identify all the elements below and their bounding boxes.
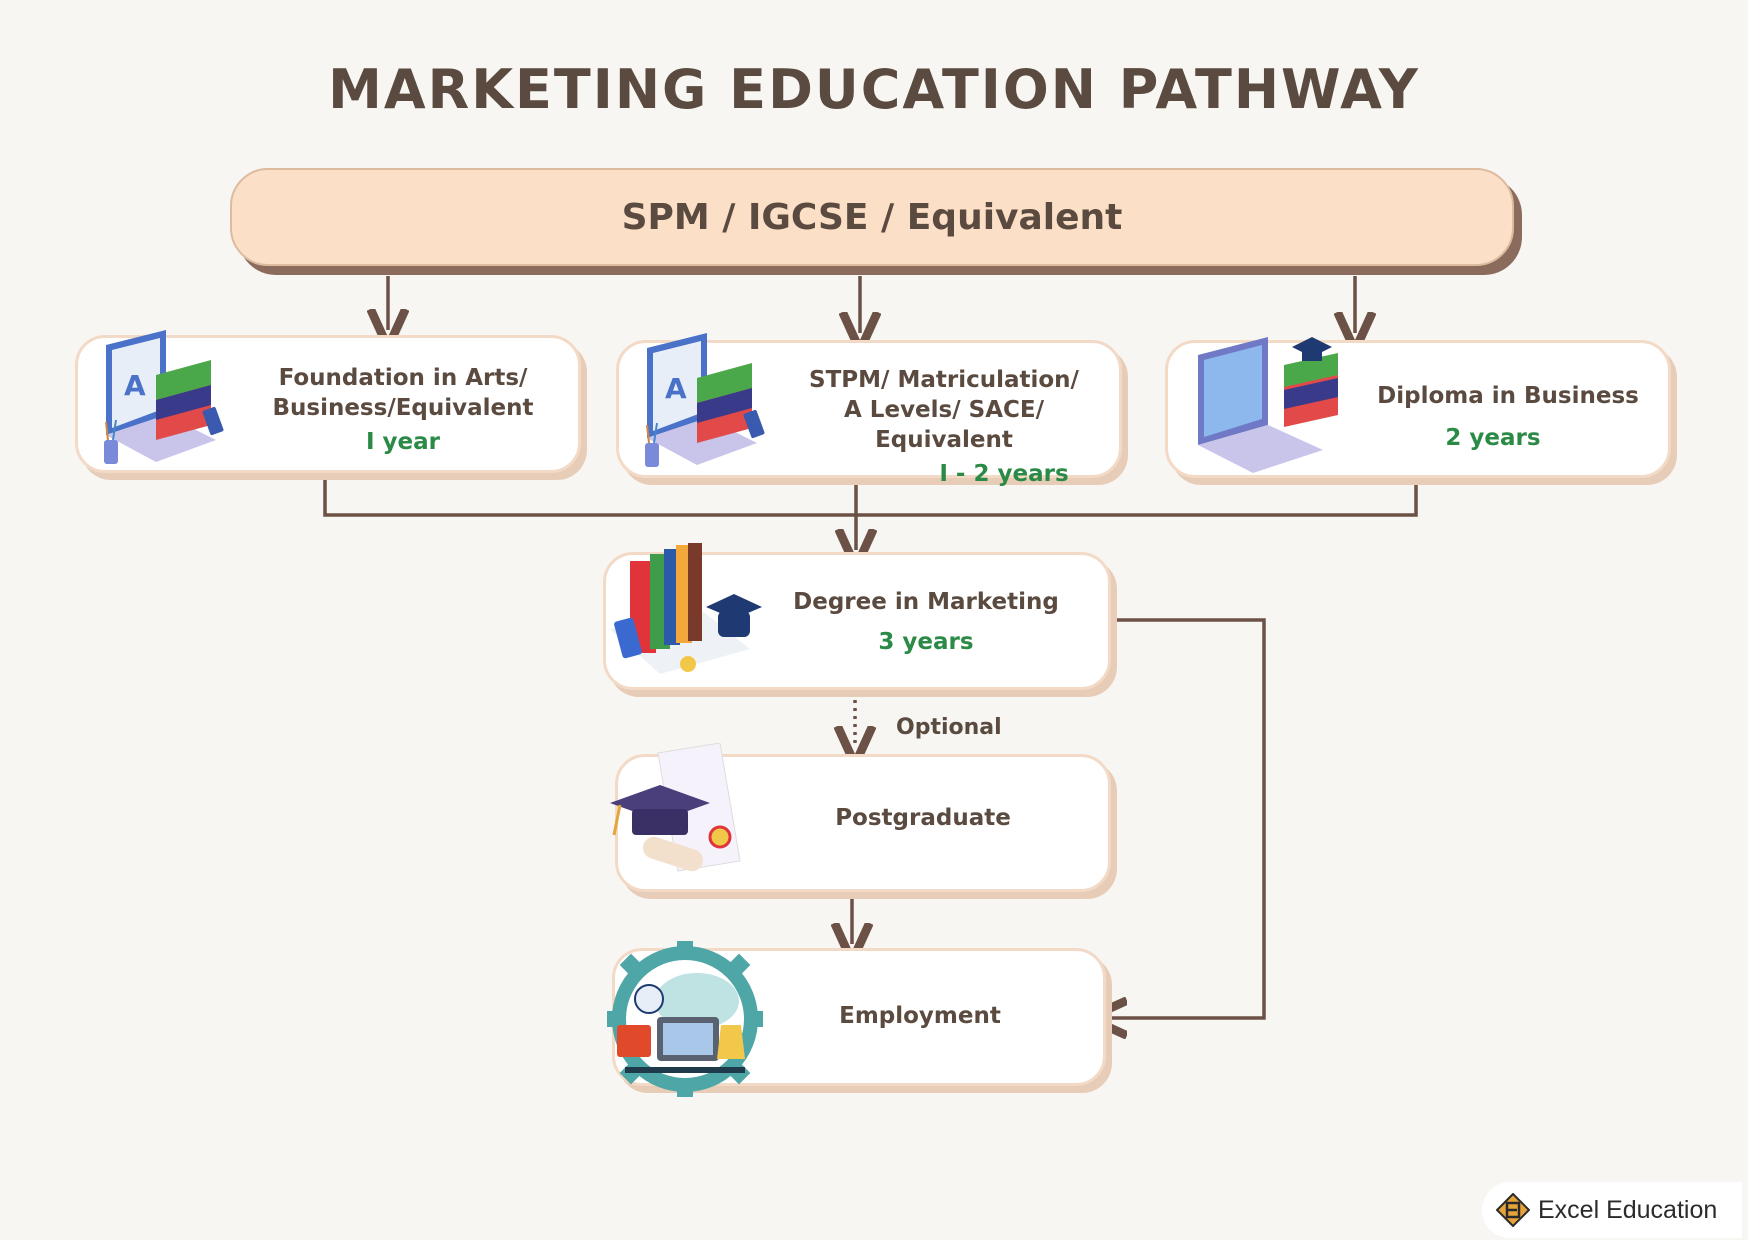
pathway-label: Foundation in Arts/ — [278, 365, 528, 391]
pathway-duration: 2 years — [1445, 425, 1541, 451]
pathway-label: A Levels/ SACE/ Equivalent — [844, 397, 1044, 453]
graduation-diploma-icon — [610, 743, 741, 872]
employment-card: Employment — [607, 941, 1106, 1097]
degree-to-employment-line — [1106, 618, 1266, 1018]
pathway-label: Business/Equivalent — [272, 395, 534, 421]
pathway-label: Diploma in Business — [1377, 383, 1639, 409]
logo-text: Excel Education — [1538, 1195, 1718, 1224]
degree-duration: 3 years — [878, 629, 974, 655]
page-title: MARKETING EDUCATION PATHWAY — [328, 58, 1420, 121]
pathway-label: STPM/ Matriculation/ — [809, 367, 1079, 393]
svg-text:A: A — [124, 369, 146, 402]
degree-label: Degree in Marketing — [793, 589, 1059, 615]
pathway-card-diploma: Diploma in Business 2 years — [1165, 337, 1671, 478]
employment-label: Employment — [839, 1003, 1001, 1029]
pathway-duration: I year — [365, 429, 441, 455]
books-graduation-cap-icon — [610, 543, 762, 674]
excel-education-logo: Excel Education — [1482, 1182, 1742, 1238]
svg-text:A: A — [665, 372, 687, 405]
pathway-duration: I - 2 years — [939, 461, 1069, 487]
postgraduate-label: Postgraduate — [835, 805, 1011, 831]
laptop-books-icon: A — [645, 333, 765, 467]
pathway-card-foundation: A Foundation in Arts/ Business/Equivalen… — [75, 330, 581, 473]
merge-line — [323, 480, 1418, 517]
pathway-card-stpm: A STPM/ Matriculation/ A Levels/ SACE/ E… — [616, 333, 1122, 487]
optional-label: Optional — [896, 715, 1002, 740]
employment-gear-icon — [607, 941, 763, 1097]
laptop-graduation-icon — [1198, 337, 1338, 473]
laptop-books-icon: A — [104, 330, 224, 464]
excel-education-logo-icon — [1496, 1193, 1530, 1227]
postgraduate-card: Postgraduate — [610, 743, 1111, 892]
entry-qualification-box: SPM / IGCSE / Equivalent — [230, 168, 1514, 266]
degree-card: Degree in Marketing 3 years — [603, 543, 1111, 690]
